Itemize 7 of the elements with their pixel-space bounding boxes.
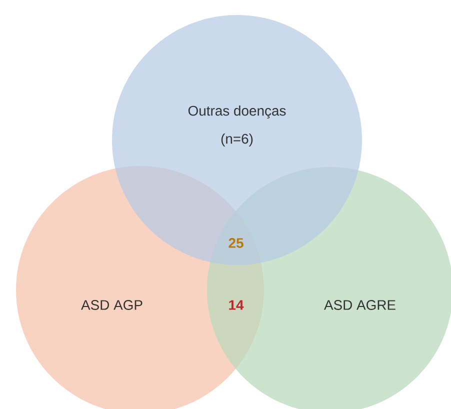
overlap-count: 14 [229, 300, 244, 310]
overlap-count: 25 [228, 238, 244, 248]
venn-circle [112, 15, 362, 265]
circle-label: (n=6) [221, 134, 253, 146]
circle-label: Outras doenças [188, 105, 286, 119]
circle-label: ASD AGP [81, 300, 142, 310]
circle-label: ASD AGRE [324, 300, 396, 310]
